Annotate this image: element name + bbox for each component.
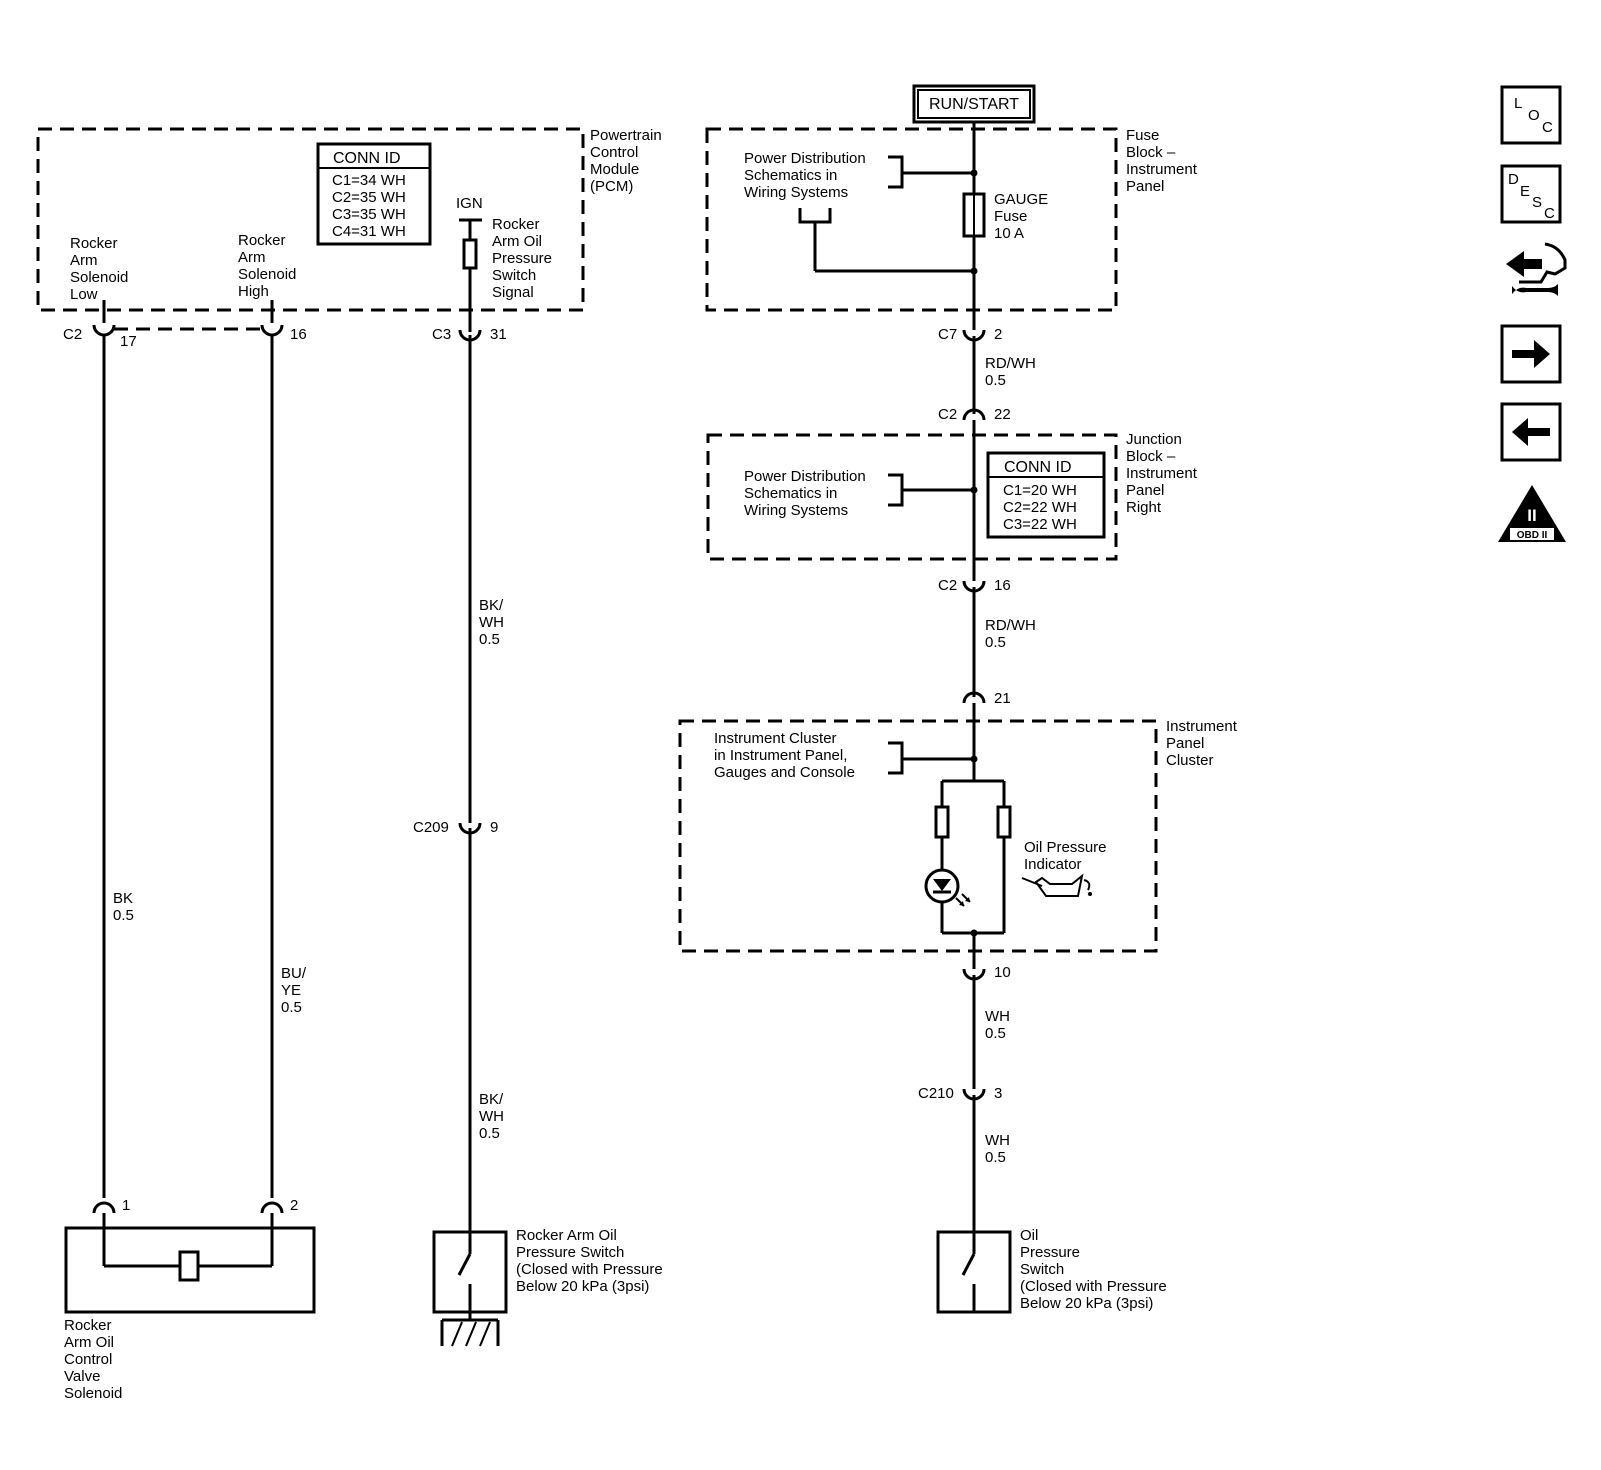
rocker-high-label: Rocker Arm Solenoid High <box>238 232 301 300</box>
solenoid-label: Rocker Arm Oil Control Valve Solenoid <box>64 1317 122 1402</box>
desc-letter-e: E <box>1520 183 1530 200</box>
right-arrow-icon <box>1512 340 1550 368</box>
ipc-in-connector <box>962 691 986 704</box>
previous-button[interactable] <box>1500 402 1562 462</box>
c210-pin-label: 3 <box>994 1085 1002 1102</box>
c210-label: C210 <box>918 1085 954 1102</box>
c7-label: C7 <box>938 326 957 343</box>
pcm-conn-id-c2: C2=35 WH <box>332 189 406 206</box>
obd-ii-button[interactable]: II OBD II <box>1498 485 1566 542</box>
pcm-conn-id-title: CONN ID <box>333 150 401 167</box>
ign-label: IGN <box>456 195 483 212</box>
c2-pcm-pin16-connector <box>260 324 284 337</box>
fuse-power-dist-ref: Power Distribution Schematics in Wiring … <box>744 150 870 201</box>
desc-letter-c: C <box>1544 205 1555 222</box>
c2-pcm-label: C2 <box>63 326 82 343</box>
oil-pressure-indicator-label: Oil Pressure Indicator <box>1024 839 1111 873</box>
bk-wire-label: BK 0.5 <box>113 890 137 924</box>
c2-jb-top-connector <box>962 408 986 421</box>
indicator-resistor-left <box>934 805 950 839</box>
cluster-label: Instrument Panel Cluster <box>1166 718 1241 769</box>
c209-label: C209 <box>413 819 449 836</box>
schematic-tools-icon <box>1506 242 1567 296</box>
rdwh-wire-upper-label: RD/WH 0.5 <box>985 355 1040 389</box>
c2-jb-bot-pin-label: 16 <box>994 577 1011 594</box>
rocker-arm-solenoid-body <box>64 1226 316 1314</box>
junction-conn-id-c3: C3=22 WH <box>1003 516 1077 533</box>
loc-letter-l: L <box>1514 95 1522 112</box>
cluster-ref-bracket <box>888 741 904 775</box>
bkwh-wire-upper-label: BK/ WH 0.5 <box>479 597 508 648</box>
obd-ii-triangle-icon <box>1498 485 1566 542</box>
obd-ii-label: OBD II <box>1517 530 1548 541</box>
solenoid-coil <box>178 1250 200 1282</box>
junction-block-boundary <box>706 433 1118 561</box>
ign-resistor <box>462 238 478 270</box>
schematic-tools-button[interactable] <box>1506 242 1567 296</box>
bkwh-wire-lower-label: BK/ WH 0.5 <box>479 1091 508 1142</box>
gauge-fuse-label: GAUGE Fuse 10 A <box>994 191 1052 242</box>
left-arrow-icon <box>1512 418 1550 446</box>
c2-pcm-pin17-label: 17 <box>120 333 137 350</box>
wh-wire-lower-label: WH 0.5 <box>985 1132 1014 1166</box>
oil-pressure-led-icon <box>924 868 971 907</box>
c2-pcm-pin16-label: 16 <box>290 326 307 343</box>
next-button[interactable] <box>1500 324 1562 384</box>
fuse-ref-bracket-bottom <box>798 208 832 224</box>
c2-jb-top-pin-label: 22 <box>994 406 1011 423</box>
fuse-block-label: Fuse Block – Instrument Panel <box>1126 127 1201 195</box>
junction-conn-id-table: CONN ID C1=20 WH C2=22 WH C3=22 WH <box>986 451 1106 539</box>
loc-letter-o: O <box>1528 107 1540 124</box>
obd-ii-numeral: II <box>1527 506 1536 525</box>
ground-icon <box>440 1312 500 1347</box>
fuse-ref-bracket-right <box>888 155 904 189</box>
c7-pin-label: 2 <box>994 326 1002 343</box>
sol-pin2-connector <box>260 1201 284 1214</box>
sol-pin1-connector <box>92 1201 116 1214</box>
c3-label: C3 <box>432 326 451 343</box>
junction-conn-id-title: CONN ID <box>1004 459 1072 476</box>
c2-jb-top-label: C2 <box>938 406 957 423</box>
junction-conn-id-c2: C2=22 WH <box>1003 499 1077 516</box>
loc-button[interactable]: L O C <box>1500 85 1562 145</box>
desc-letter-s: S <box>1532 194 1542 211</box>
pcm-boundary <box>36 127 585 312</box>
indicator-resistor-right <box>996 805 1012 839</box>
pcm-conn-id-c1: C1=34 WH <box>332 172 406 189</box>
sol-pin2-label: 2 <box>290 1197 298 1214</box>
wh-wire-upper-label: WH 0.5 <box>985 1008 1014 1042</box>
pcm-conn-id-c3: C3=35 WH <box>332 206 406 223</box>
rdwh-wire-lower-label: RD/WH 0.5 <box>985 617 1040 651</box>
oil-switch-label: Oil Pressure Switch (Closed with Pressur… <box>1020 1227 1171 1312</box>
rocker-low-label: Rocker Arm Solenoid Low <box>70 235 133 303</box>
desc-letter-d: D <box>1508 171 1519 188</box>
c2-pcm-pin17-connector <box>92 324 116 337</box>
run-start-label: RUN/START <box>929 96 1019 113</box>
junction-ref-bracket <box>888 473 904 507</box>
signal-label: Rocker Arm Oil Pressure Switch Signal <box>492 216 556 301</box>
ipc-in-pin-label: 21 <box>994 690 1011 707</box>
fuse-splice-top <box>970 169 978 177</box>
rocker-switch-label: Rocker Arm Oil Pressure Switch (Closed w… <box>516 1227 667 1295</box>
oil-pressure-switch <box>936 1230 1012 1314</box>
c2-jb-bot-label: C2 <box>938 577 957 594</box>
junction-block-label: Junction Block – Instrument Panel Right <box>1126 431 1201 516</box>
c209-pin-label: 9 <box>490 819 498 836</box>
c3-pin-label: 31 <box>490 326 507 343</box>
loc-letter-c: C <box>1542 119 1553 136</box>
rocker-arm-oil-pressure-switch <box>432 1230 508 1314</box>
pcm-conn-id-c4: C4=31 WH <box>332 223 406 240</box>
desc-button[interactable]: D E S C <box>1500 164 1562 224</box>
sol-pin1-label: 1 <box>122 1197 130 1214</box>
fuse-block-boundary <box>705 127 1118 312</box>
pcm-conn-id-table: CONN ID C1=34 WH C2=35 WH C3=35 WH C4=31… <box>316 142 432 246</box>
cluster-ref: Instrument Cluster in Instrument Panel, … <box>714 730 855 781</box>
buye-wire-label: BU/ YE 0.5 <box>281 965 310 1016</box>
junction-power-dist-ref: Power Distribution Schematics in Wiring … <box>744 468 870 519</box>
pcm-label: Powertrain Control Module (PCM) <box>590 127 666 195</box>
junction-conn-id-c1: C1=20 WH <box>1003 482 1077 499</box>
oil-can-icon <box>1021 873 1092 897</box>
ipc-out-pin-label: 10 <box>994 964 1011 981</box>
